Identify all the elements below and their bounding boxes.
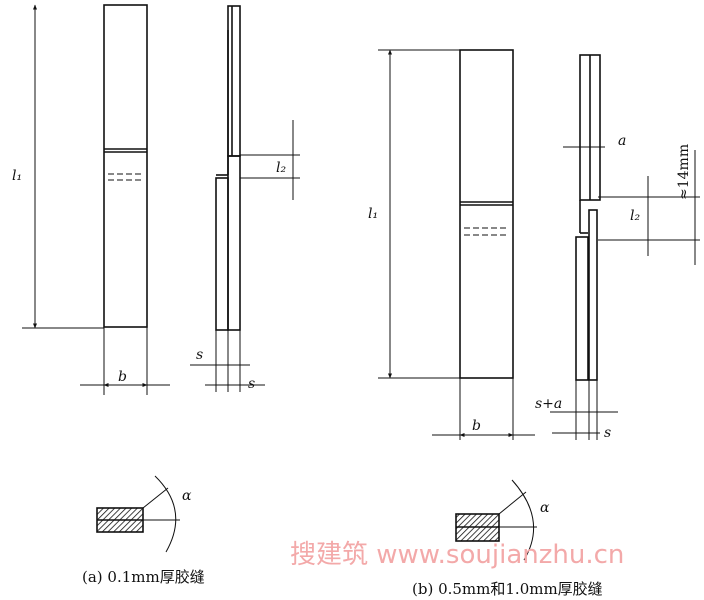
label-s-plus-a: s+a [535, 396, 562, 412]
watermark: 搜建筑 www.soujianzhu.cn [290, 540, 625, 570]
label-alpha-b: α [540, 500, 550, 516]
caption-b: (b) 0.5mm和1.0mm厚胶缝 [412, 580, 603, 598]
caption-a: (a) 0.1mm厚胶缝 [82, 568, 205, 586]
label-l2: l₂ [276, 160, 286, 176]
label-b: b [118, 369, 127, 385]
label-approx-14mm: ≈14mm [676, 144, 692, 200]
panel-a-front-view: l₁ b [12, 4, 170, 395]
label-s-b: s [604, 425, 611, 441]
label-a: a [618, 133, 626, 149]
label-b-b: b [472, 418, 481, 434]
label-alpha-a: α [182, 488, 192, 504]
label-l1-b: l₁ [368, 206, 378, 222]
panel-b-front-view: l₁ b [368, 49, 535, 440]
panel-a-cross-section: α [96, 475, 192, 553]
label-s-bottom: s [248, 376, 255, 392]
label-l1: l₁ [12, 168, 22, 184]
label-l2-b: l₂ [630, 208, 640, 224]
panel-b-cross-section: α [455, 479, 550, 561]
label-s-top: s [196, 347, 203, 363]
panel-a-side-view: l₂ s s [190, 5, 300, 392]
panel-b-side-view: a l₂ ≈14mm s+a s [535, 54, 700, 441]
